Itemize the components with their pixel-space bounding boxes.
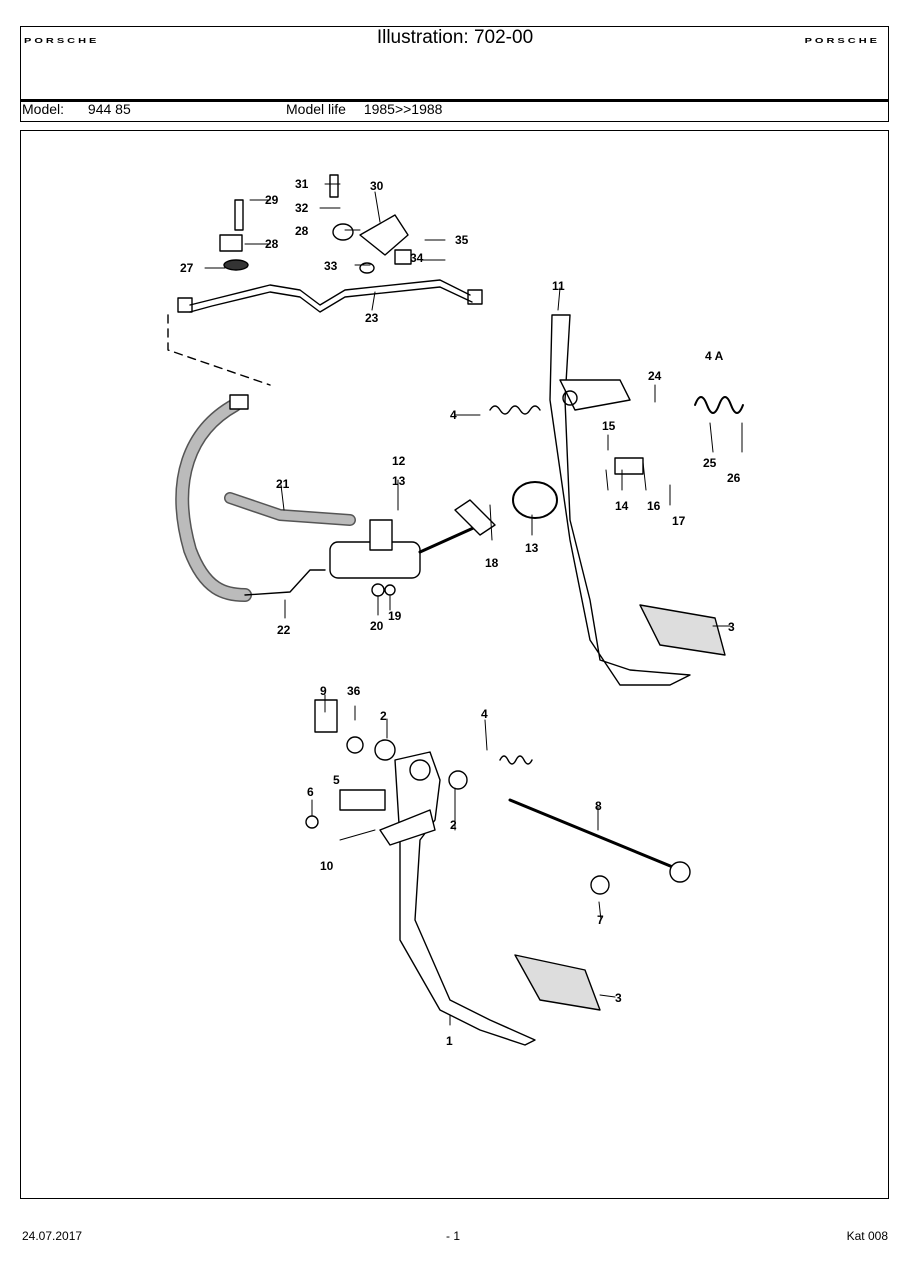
label-4b: 4 <box>481 707 488 721</box>
label-35: 35 <box>455 233 469 247</box>
model-life: Model life 1985>>1988 <box>286 101 442 117</box>
rubber-boot <box>512 481 558 519</box>
label-1: 1 <box>446 1034 453 1048</box>
label-7: 7 <box>597 913 604 927</box>
label-30: 30 <box>370 179 384 193</box>
label-26: 26 <box>727 471 741 485</box>
label-9: 9 <box>320 684 327 698</box>
model-life-value: 1985>>1988 <box>363 101 443 117</box>
label-31: 31 <box>295 177 309 191</box>
label-24: 24 <box>648 369 662 383</box>
pedal-pad-lower <box>514 954 601 1011</box>
label-34: 34 <box>410 251 424 265</box>
model-label: Model: <box>22 101 65 117</box>
label-23: 23 <box>365 311 379 325</box>
label-20: 20 <box>370 619 384 633</box>
page-title: Illustration: 702-00 <box>376 27 534 48</box>
header-box <box>20 26 889 122</box>
model-value: 944 85 <box>87 101 131 117</box>
label-21: 21 <box>276 477 290 491</box>
label-12: 12 <box>392 454 406 468</box>
label-11: 11 <box>552 279 565 293</box>
label-27: 27 <box>180 261 194 275</box>
porsche-logo-left: PORSCHE <box>24 36 100 46</box>
clutch-pedal <box>549 314 691 686</box>
parts-illustration: 29 28 27 31 32 28 30 33 34 35 23 11 4 24… <box>167 174 744 1048</box>
porsche-logo-right: PORSCHE <box>804 36 880 46</box>
model-row: Model: 944 85 Model life 1985>>1988 <box>22 101 442 117</box>
model-life-label: Model life <box>286 101 346 117</box>
label-28b: 28 <box>295 224 309 238</box>
label-15: 15 <box>602 419 616 433</box>
label-14: 14 <box>615 499 629 513</box>
label-32: 32 <box>295 201 309 215</box>
label-13a: 13 <box>392 474 406 488</box>
brake-line-23 <box>189 279 471 306</box>
label-8: 8 <box>595 799 602 813</box>
pivot-shaft <box>508 798 682 872</box>
label-16: 16 <box>647 499 661 513</box>
label-4a: 4 <box>450 408 457 422</box>
label-33: 33 <box>324 259 338 273</box>
label-3b: 3 <box>615 991 622 1005</box>
label-17: 17 <box>672 514 686 528</box>
label-5: 5 <box>333 773 340 787</box>
label-13b: 13 <box>525 541 539 555</box>
illustration-frame <box>20 130 889 1199</box>
label-28a: 28 <box>265 237 279 251</box>
label-19: 19 <box>388 609 402 623</box>
label-2b: 2 <box>450 818 457 832</box>
label-18: 18 <box>485 556 499 570</box>
fitting-left <box>177 297 193 313</box>
label-36: 36 <box>347 684 361 698</box>
label-10: 10 <box>320 859 334 873</box>
brake-pedal <box>394 751 536 1046</box>
label-25: 25 <box>703 456 717 470</box>
label-29: 29 <box>265 193 279 207</box>
label-22: 22 <box>277 623 291 637</box>
pedal-pad-upper <box>639 604 726 656</box>
catalog-number: Kat 008 <box>846 1229 888 1243</box>
label-2a: 2 <box>380 709 387 723</box>
label-3a: 3 <box>728 620 735 634</box>
label-6: 6 <box>307 785 314 799</box>
header-divider <box>20 99 889 102</box>
label-4A: 4 A <box>705 349 724 363</box>
page-number: - 1 <box>446 1229 461 1243</box>
part-labels: 29 28 27 31 32 28 30 33 34 35 23 11 4 24… <box>180 177 741 1048</box>
fitting-right <box>467 289 483 305</box>
print-date: 24.07.2017 <box>22 1229 83 1243</box>
